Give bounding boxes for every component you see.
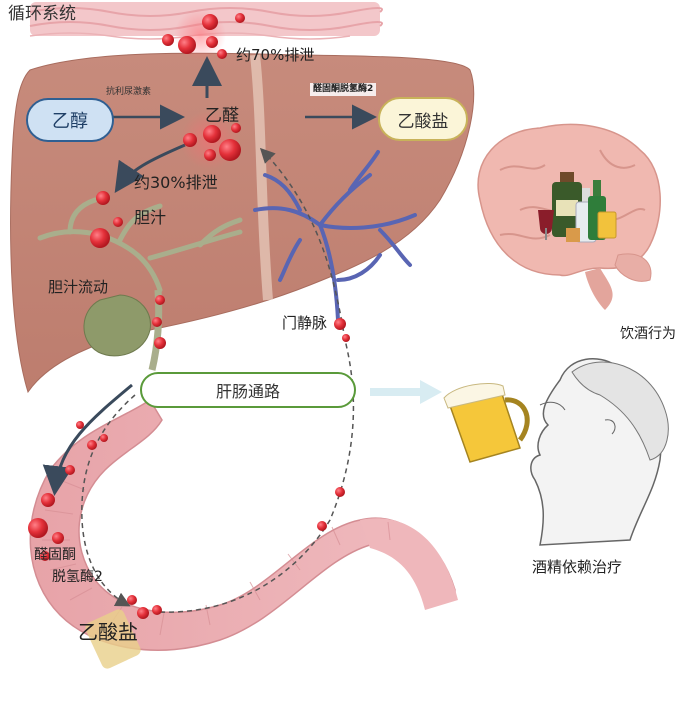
gallbladder (83, 294, 151, 357)
alcohol-bottles-icon (538, 172, 617, 243)
enterohepatic-dashed-path-right (159, 147, 355, 613)
drinking-behavior-label: 饮酒行为 (620, 326, 676, 342)
ethanol-box: 乙醇 (26, 98, 114, 142)
intestine-tail (360, 518, 458, 610)
person-drinking-icon (530, 358, 669, 546)
aldh2-gut-label-line1: 醛固酮 (34, 547, 76, 563)
acetate-box-top: 乙酸盐 (378, 97, 468, 141)
gut-liver-axis-label: 肝肠通路 (215, 382, 280, 401)
acetaldehyde-molecules (28, 9, 350, 619)
aldh2-gut-label-line2: 脱氢酶2 (52, 569, 103, 585)
ethanol-label: 乙醇 (52, 111, 88, 132)
gut-inflow-arrow (42, 383, 133, 496)
acetaldehyde-label: 乙醛 (205, 106, 239, 126)
gut-liver-axis-box: 肝肠通路 (140, 372, 356, 408)
acetate-top-label: 乙酸盐 (397, 111, 449, 132)
portal-vein-label: 门静脉 (282, 314, 328, 332)
circulation-label: 循环系统 (8, 4, 76, 24)
falciform-ligament (250, 54, 273, 301)
excrete30-label: 约30%排泄 (134, 173, 218, 192)
flow-arrow-light (370, 380, 442, 404)
bile-flow-label: 胆汁流动 (48, 278, 109, 296)
acetate-gut-label: 乙酸盐 (78, 620, 138, 644)
acetate-capsule (85, 609, 141, 669)
excrete30-arrow (114, 143, 186, 193)
excrete70-label: 约70%排泄 (236, 46, 315, 64)
aldh2-top-label: 醛固酮脱氢酶2 (310, 83, 377, 96)
alcohol-dependence-label: 酒精依赖治疗 (532, 558, 623, 576)
bile-label: 胆汁 (134, 208, 167, 227)
portal-vein-branches (253, 150, 417, 322)
beer-mug-icon (443, 383, 530, 463)
antidiuretic-label: 抗利尿激素 (106, 87, 152, 97)
enterohepatic-dashed-path-left (81, 394, 136, 607)
